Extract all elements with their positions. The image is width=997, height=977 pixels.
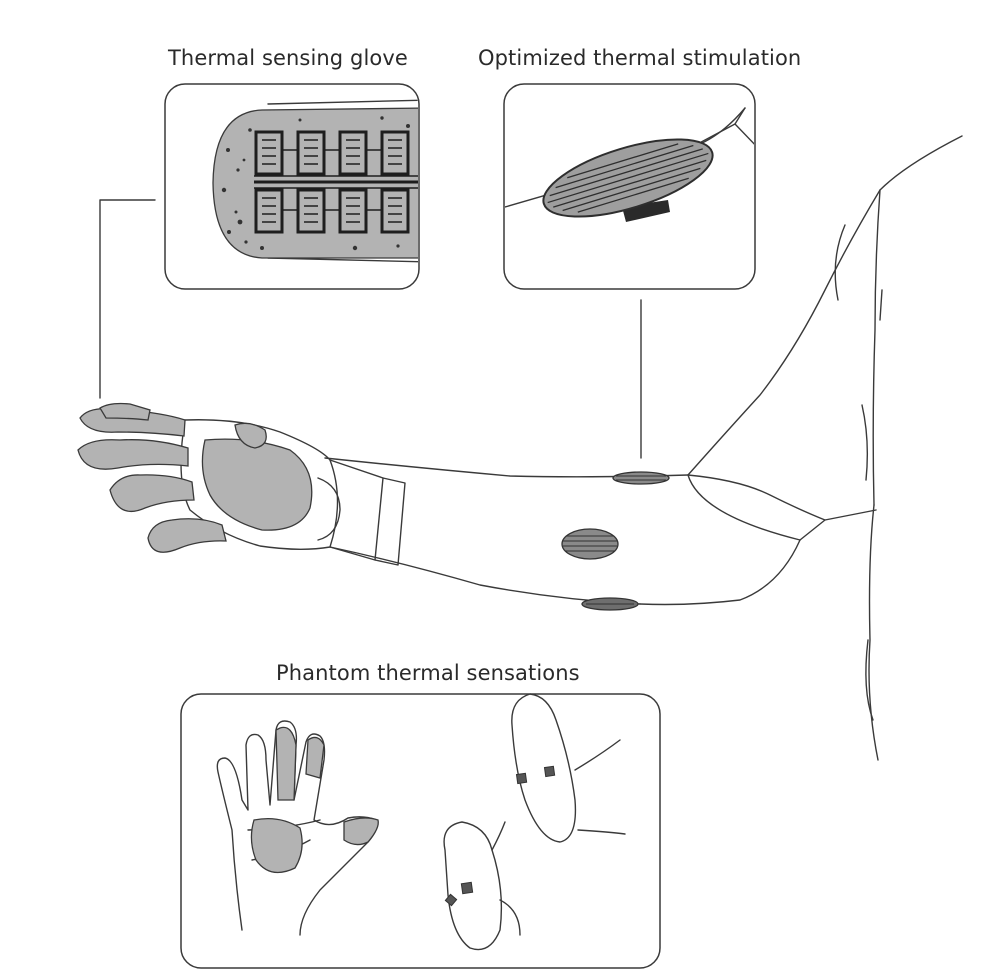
arm-illustration [77, 135, 963, 761]
forearm-electrode-top [612, 471, 670, 485]
phantom-panel-title: Phantom thermal sensations [276, 661, 580, 685]
palm-map [216, 720, 379, 936]
stimulation-inset-panel [503, 83, 756, 290]
thermal-stimulator-pad [542, 138, 714, 218]
residual-limb-map [443, 693, 626, 951]
forearm-electrode-bottom [581, 597, 639, 611]
glove-panel-title: Thermal sensing glove [168, 46, 408, 70]
serpentine-sensor-traces [254, 130, 418, 234]
glove-inset-panel [164, 83, 420, 290]
glove-palm-pad [201, 438, 313, 531]
phantom-inset-panel [180, 693, 661, 969]
forearm-electrode-middle [561, 528, 619, 560]
stimulation-panel-title: Optimized thermal stimulation [478, 46, 802, 70]
glove-callout-line [99, 199, 156, 399]
